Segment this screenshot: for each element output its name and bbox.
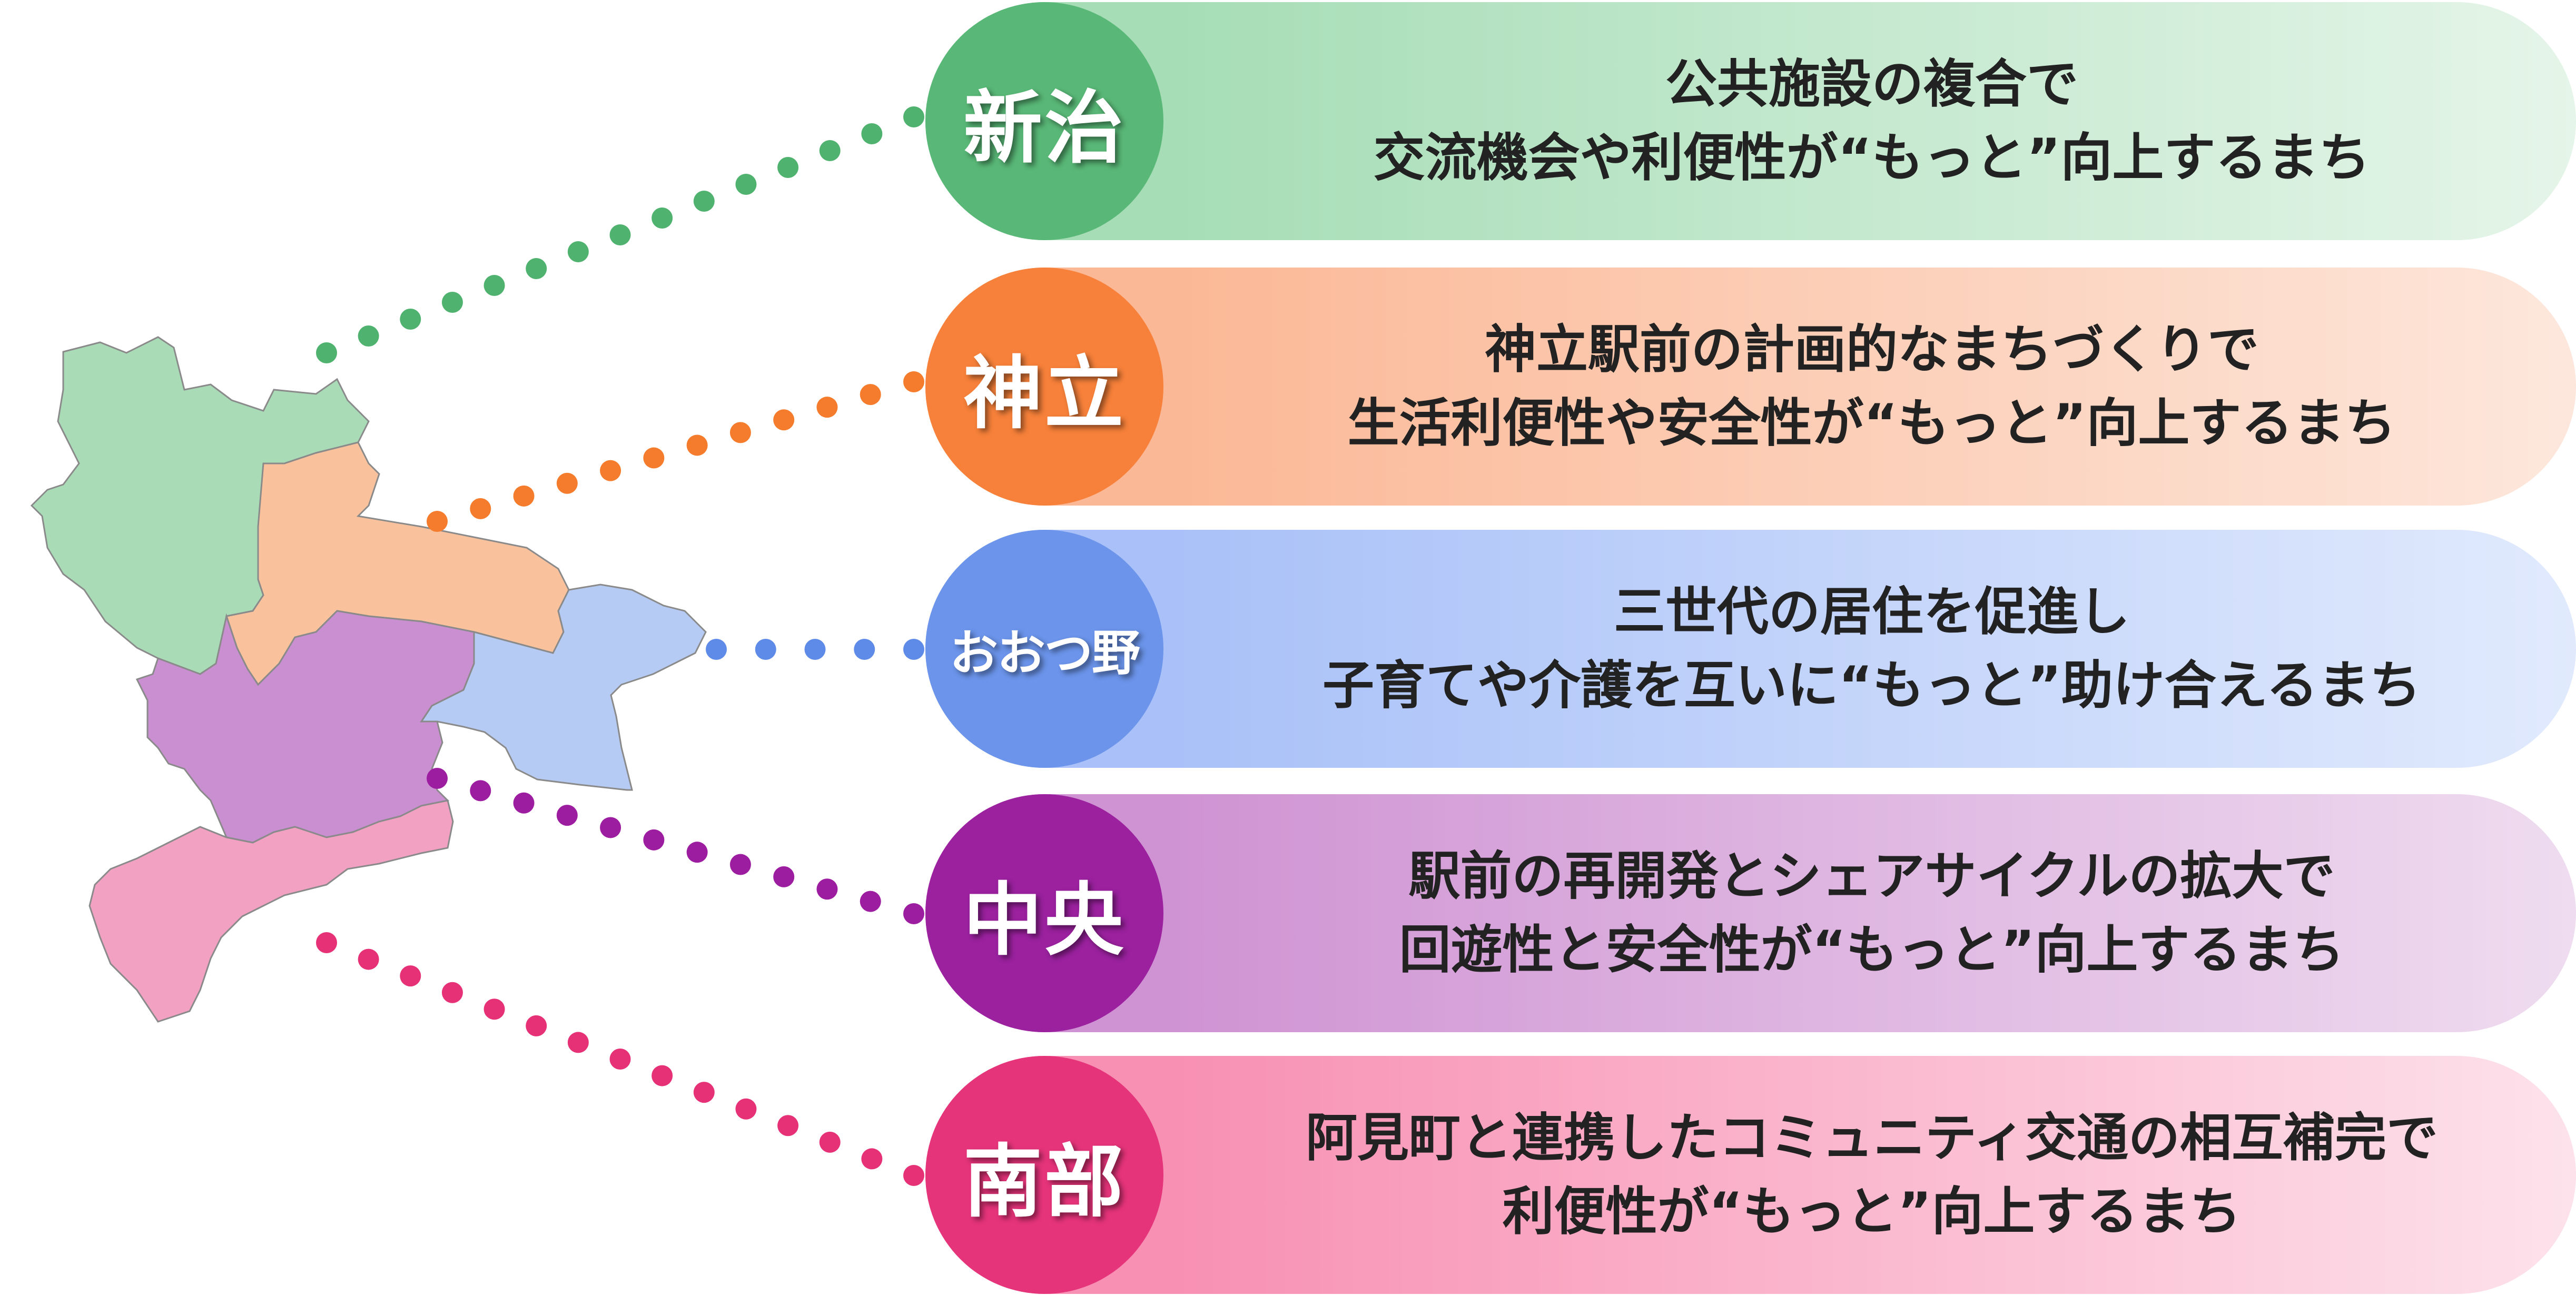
connector-dot-kandatsu [427, 511, 448, 532]
connector-dot-chuo [686, 842, 708, 863]
connector-dot-shinji [609, 224, 631, 245]
connector-dot-chuo [903, 903, 924, 924]
connector-dot-chuo [816, 878, 838, 900]
district-row-chuo: 中央 駅前の再開発とシェアサイクルの拡大で 回遊性と安全性が“もっと”向上するま… [925, 794, 2576, 1032]
description-line-1: 三世代の居住を促進し [1613, 582, 2130, 642]
connector-dot-chuo [556, 805, 578, 826]
description-line-2: 子育てや介護を互いに“もっと”助け合えるまち [1322, 656, 2421, 716]
connector-dot-kandatsu [600, 460, 621, 481]
district-row-nanbu: 南部 阿見町と連携したコミュニティ交通の相互補完で 利便性が“もっと”向上するま… [925, 1056, 2576, 1294]
connector-dot-shinji [358, 325, 379, 347]
connector-dot-nanbu [400, 965, 421, 987]
district-description-otsuno: 三世代の居住を促進し 子育てや介護を互いに“もっと”助け合えるまち [1168, 530, 2576, 768]
connector-dot-nanbu [358, 948, 379, 970]
description-line-2: 生活利便性や安全性が“もっと”向上するまち [1347, 393, 2396, 453]
district-badge-kandatsu: 神立 [925, 268, 1163, 506]
connector-dot-chuo [729, 854, 751, 875]
district-row-otsuno: おおつ野 三世代の居住を促進し 子育てや介護を互いに“もっと”助け合えるまち [925, 530, 2576, 768]
connector-dot-otsuno [903, 639, 924, 660]
connector-dot-shinji [819, 140, 841, 161]
connector-dot-nanbu [609, 1049, 631, 1070]
connector-dot-chuo [470, 780, 491, 802]
connector-dot-nanbu [735, 1098, 757, 1120]
connector-dot-nanbu [483, 999, 505, 1020]
connector-dot-shinji [903, 106, 924, 127]
connector-dot-nanbu [526, 1015, 547, 1036]
description-line-2: 利便性が“もっと”向上するまち [1502, 1182, 2242, 1242]
connector-dot-kandatsu [513, 485, 535, 507]
connector-dot-nanbu [861, 1148, 883, 1170]
connector-dot-chuo [427, 768, 448, 789]
connector-dot-kandatsu [729, 422, 751, 443]
connector-dot-nanbu [777, 1115, 799, 1136]
connector-dot-shinji [316, 342, 337, 363]
district-badge-shinji: 新治 [925, 2, 1163, 240]
description-line-1: 公共施設の複合で [1665, 54, 2078, 114]
district-description-kandatsu: 神立駅前の計画的なまちづくりで 生活利便性や安全性が“もっと”向上するまち [1168, 268, 2576, 506]
description-line-2: 交流機会や利便性が“もっと”向上するまち [1373, 128, 2371, 188]
district-badge-nanbu: 南部 [925, 1056, 1163, 1294]
connector-dot-kandatsu [903, 371, 924, 392]
connector-dot-kandatsu [773, 409, 795, 431]
map-region-nanbu [88, 799, 454, 1023]
connector-dot-chuo [773, 866, 795, 887]
district-pill-nanbu [925, 1056, 2576, 1294]
connector-dot-nanbu [567, 1032, 589, 1053]
district-row-kandatsu: 神立 神立駅前の計画的なまちづくりで 生活利便性や安全性が“もっと”向上するまち [925, 268, 2576, 506]
connector-dot-shinji [861, 123, 883, 144]
connector-dot-otsuno [804, 639, 826, 660]
description-line-1: 神立駅前の計画的なまちづくりで [1484, 320, 2259, 380]
connector-dot-kandatsu [860, 384, 881, 406]
connector-dot-chuo [860, 891, 881, 912]
connector-dot-otsuno [854, 639, 875, 660]
connector-dot-chuo [513, 792, 535, 814]
connector-dot-otsuno [755, 639, 776, 660]
district-pill-otsuno [925, 530, 2576, 768]
connector-dot-kandatsu [643, 447, 665, 469]
connector-dot-kandatsu [470, 498, 491, 519]
connector-dot-nanbu [903, 1165, 924, 1186]
district-description-nanbu: 阿見町と連携したコミュニティ交通の相互補完で 利便性が“もっと”向上するまち [1168, 1056, 2576, 1294]
district-badge-chuo: 中央 [925, 794, 1163, 1032]
connector-dot-shinji [483, 275, 505, 296]
district-pill-kandatsu [925, 268, 2576, 506]
description-line-1: 駅前の再開発とシェアサイクルの拡大で [1408, 846, 2335, 906]
district-description-chuo: 駅前の再開発とシェアサイクルの拡大で 回遊性と安全性が“もっと”向上するまち [1168, 794, 2576, 1032]
connector-dot-shinji [735, 174, 757, 195]
connector-dot-nanbu [693, 1082, 715, 1103]
connector-dot-otsuno [706, 639, 727, 660]
district-badge-otsuno: おおつ野 [925, 530, 1163, 768]
connector-dot-nanbu [316, 932, 337, 953]
connector-dot-kandatsu [816, 397, 838, 418]
connector-dots [316, 106, 924, 1186]
connector-dot-kandatsu [686, 434, 708, 456]
district-row-shinji: 新治 公共施設の複合で 交流機会や利便性が“もっと”向上するまち [925, 2, 2576, 240]
district-pill-chuo [925, 794, 2576, 1032]
connector-dot-nanbu [819, 1131, 841, 1153]
district-pill-shinji [925, 2, 2576, 240]
description-line-1: 阿見町と連携したコミュニティ交通の相互補完で [1305, 1108, 2439, 1168]
connector-dot-shinji [400, 309, 421, 330]
connector-dot-nanbu [441, 982, 463, 1003]
connector-dot-nanbu [652, 1065, 673, 1086]
connector-dot-chuo [643, 829, 665, 851]
map-regions [30, 336, 707, 1023]
connector-dot-shinji [441, 292, 463, 313]
connector-dot-kandatsu [556, 472, 578, 494]
connector-dot-chuo [600, 817, 621, 838]
connector-dot-shinji [526, 258, 547, 279]
description-line-2: 回遊性と安全性が“もっと”向上するまち [1399, 920, 2345, 980]
connector-dot-shinji [652, 207, 673, 229]
connector-dot-shinji [777, 157, 799, 178]
district-description-shinji: 公共施設の複合で 交流機会や利便性が“もっと”向上するまち [1168, 2, 2576, 240]
connector-dot-shinji [693, 191, 715, 212]
connector-dot-shinji [567, 241, 589, 262]
